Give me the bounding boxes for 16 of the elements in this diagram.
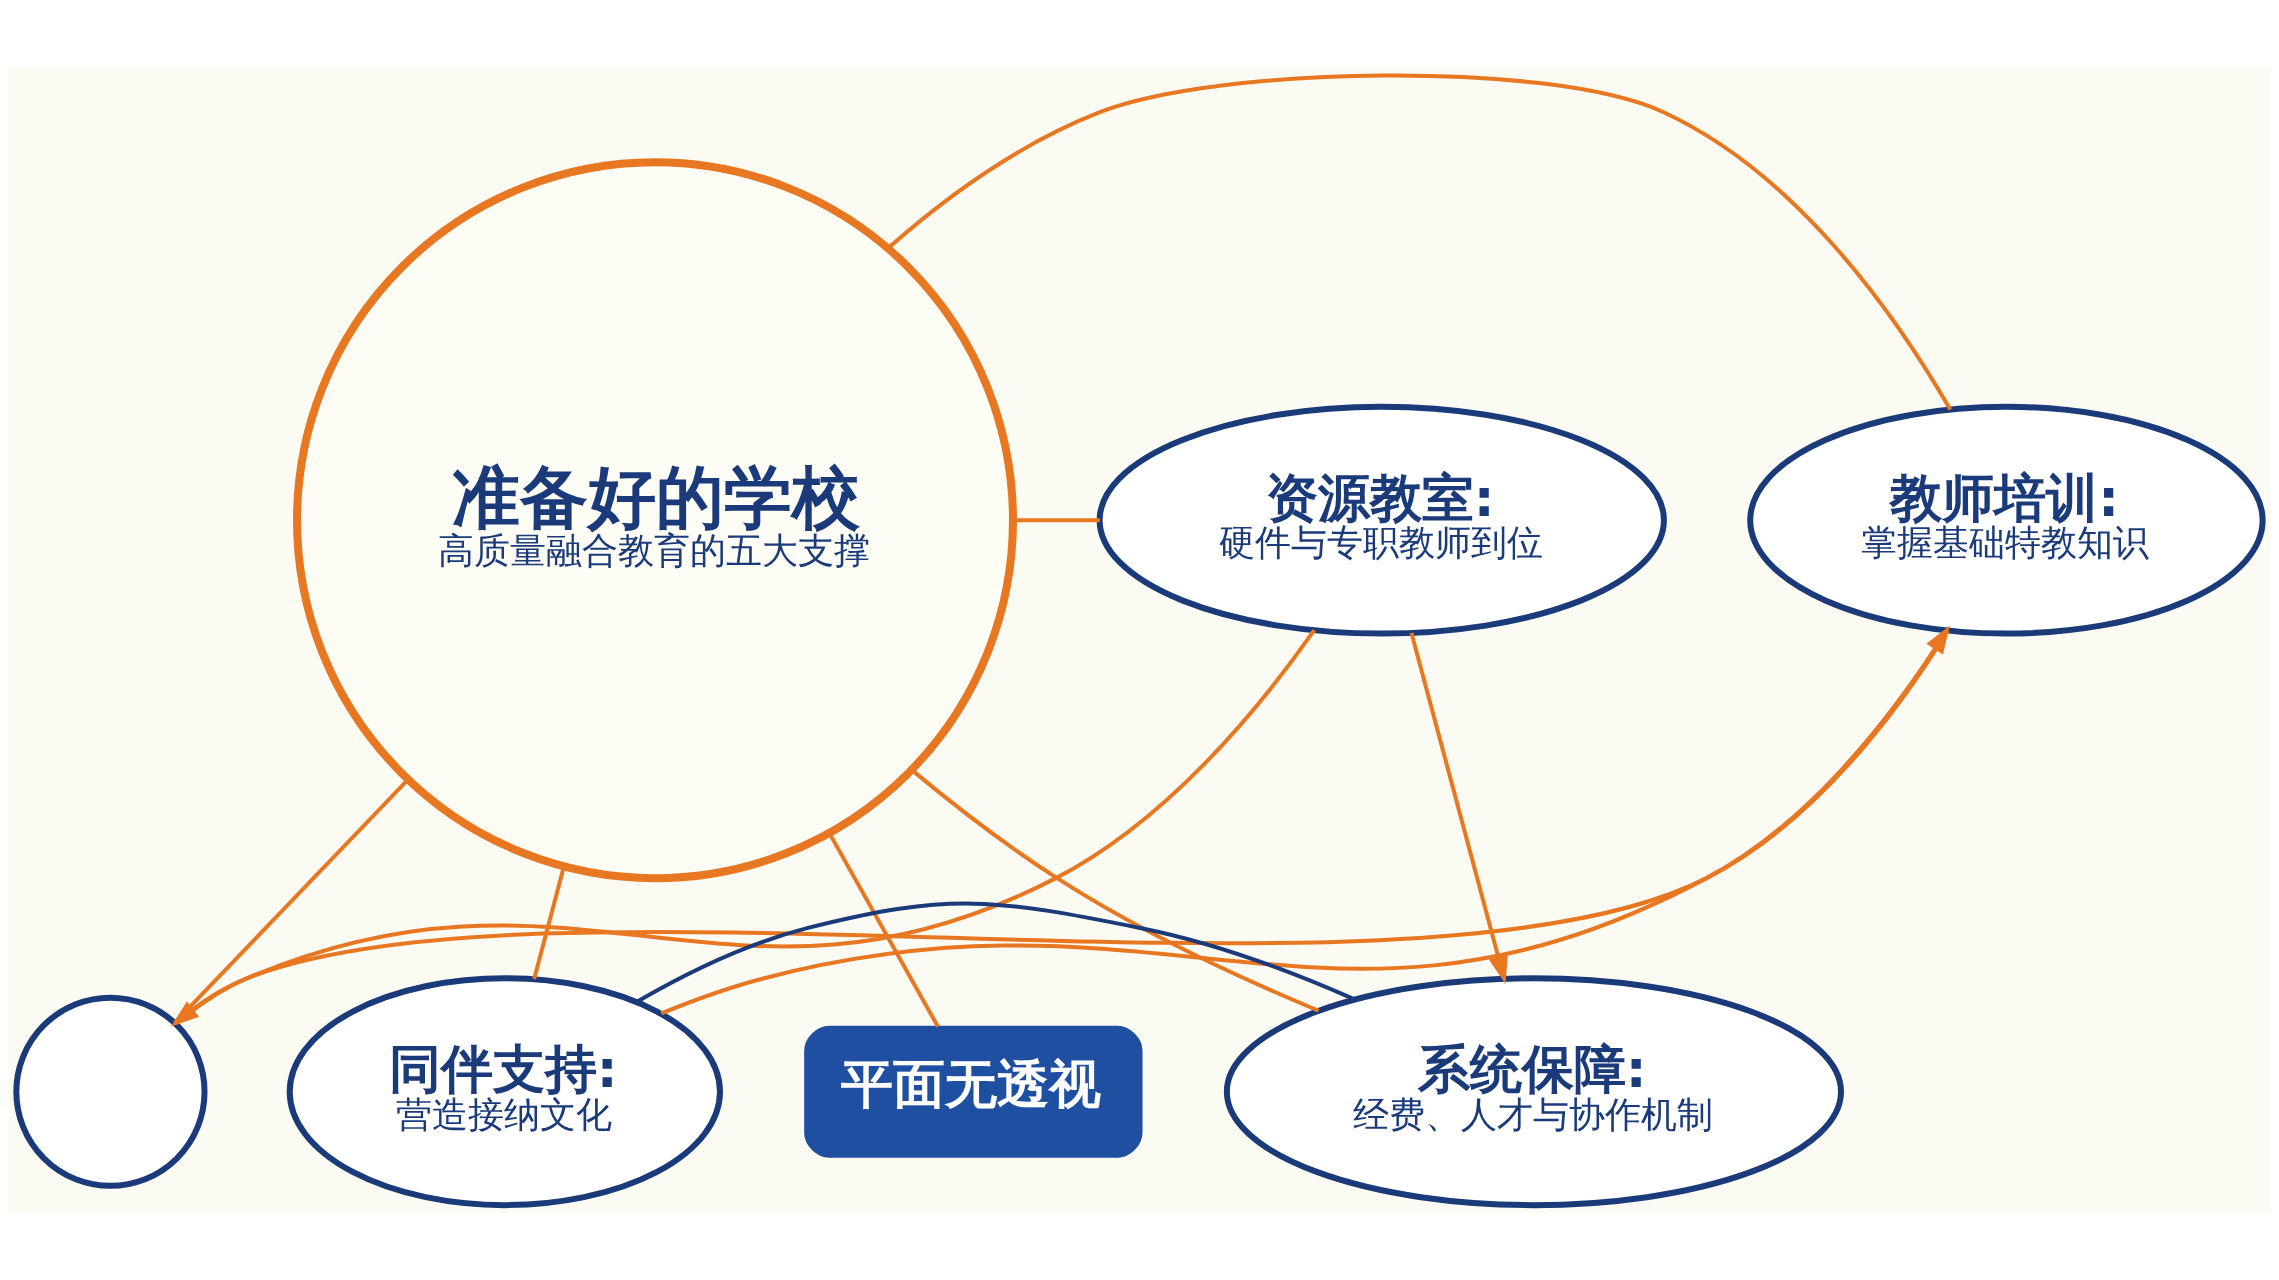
connector <box>827 832 940 1028</box>
connector <box>532 866 566 980</box>
node-ellipse: 系统保障: 经费、人才与协作机制 <box>1223 975 1844 1209</box>
connector <box>635 901 1356 1004</box>
arrow <box>1409 632 1508 985</box>
node-circle <box>13 994 208 1189</box>
node-box: 平面无透视 <box>804 1025 1143 1158</box>
node-ellipse: 资源教室: 硬件与专职教师到位 <box>1096 403 1667 637</box>
connector <box>1013 518 1100 523</box>
node-ellipse: 同伴支持: 营造接纳文化 <box>286 975 723 1209</box>
node-ellipse: 教师培训: 掌握基础特教知识 <box>1747 403 2266 637</box>
node-circle: 准备好的学校 高质量融合教育的五大支撑 <box>293 158 1017 883</box>
connector <box>887 73 1952 411</box>
arrow <box>660 625 1950 1016</box>
connector <box>910 768 1320 1013</box>
connector <box>174 629 1316 1026</box>
